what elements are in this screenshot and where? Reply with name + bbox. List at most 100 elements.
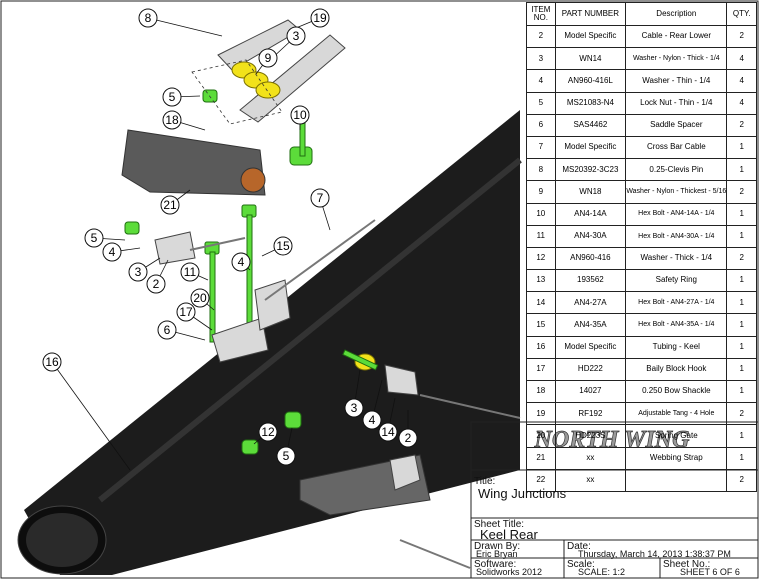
bom-cell-qty: 2 bbox=[726, 180, 757, 204]
callout-number: 16 bbox=[45, 355, 59, 369]
callout-balloon bbox=[160, 195, 180, 215]
bom-cell-desc: Hex Bolt - AN4-27A - 1/4 bbox=[625, 291, 728, 315]
software-value: Solidworks 2012 bbox=[476, 567, 543, 577]
bom-cell-qty: 4 bbox=[726, 47, 757, 71]
callout-number: 2 bbox=[153, 277, 160, 291]
callout-balloon bbox=[310, 188, 330, 208]
callout-balloon bbox=[290, 105, 310, 125]
scale-label: Scale: bbox=[567, 559, 595, 570]
callout-number: 6 bbox=[164, 323, 171, 337]
callout-balloon bbox=[273, 236, 293, 256]
bom-cell-item: 14 bbox=[526, 291, 556, 315]
bom-cell-part: MS21083-N4 bbox=[554, 91, 627, 115]
callout-number: 17 bbox=[179, 305, 193, 319]
bom-cell-part: AN4-30A bbox=[554, 224, 627, 248]
bom-cell-part: WN14 bbox=[554, 47, 627, 71]
callout-balloon bbox=[258, 422, 278, 442]
bom-cell-desc: Washer - Thick - 1/4 bbox=[625, 246, 728, 271]
bom-cell-item: 18 bbox=[526, 379, 556, 404]
callout-number: 7 bbox=[317, 191, 324, 205]
callout-balloon bbox=[162, 87, 182, 107]
adjustable-tang bbox=[217, 19, 421, 491]
saddle-spacer bbox=[154, 231, 419, 396]
callout-balloon bbox=[310, 8, 330, 28]
bom-cell-desc: 0.25-Clevis Pin bbox=[625, 158, 728, 182]
bom-cell-part: AN4-35A bbox=[554, 313, 627, 337]
sheet-no-value: SHEET 6 OF 6 bbox=[680, 567, 740, 577]
keel-tube bbox=[17, 110, 522, 575]
bom-cell-part: AN960-416L bbox=[554, 69, 627, 93]
callout-number: 2 bbox=[405, 431, 412, 445]
bom-cell-part: WN18 bbox=[554, 180, 627, 204]
bom-header-part: PART NUMBER bbox=[554, 2, 627, 26]
bom-cell-desc: 0.250 Bow Shackle bbox=[625, 379, 728, 404]
bom-cell-desc: Hex Bolt - AN4-14A - 1/4 bbox=[625, 202, 728, 226]
bom-cell-qty: 2 bbox=[726, 402, 757, 426]
bom-cell-qty: 1 bbox=[726, 158, 757, 182]
bom-cell-part: HD222 bbox=[554, 357, 627, 382]
sheet-no-label: Sheet No.: bbox=[663, 559, 711, 570]
bom-cell-qty: 2 bbox=[726, 113, 757, 137]
bom-cell-desc: Safety Ring bbox=[625, 269, 728, 293]
drawing-title: Wing Junctions bbox=[478, 486, 567, 501]
bom-cell-item: 10 bbox=[526, 202, 556, 226]
bom-cell-desc: Lock Nut - Thin - 1/4 bbox=[625, 91, 728, 115]
bom-cell-qty: 1 bbox=[726, 269, 757, 293]
bom-cell-part: AN960-416 bbox=[554, 246, 627, 271]
callout-balloon bbox=[146, 274, 166, 294]
callout-number: 10 bbox=[293, 108, 307, 122]
callout-number: 5 bbox=[91, 231, 98, 245]
date-label: Date: bbox=[567, 541, 591, 552]
assembly-guide bbox=[191, 59, 283, 125]
callout-number: 3 bbox=[293, 29, 300, 43]
bom-cell-qty: 2 bbox=[726, 246, 757, 271]
bom-cell-item: 7 bbox=[526, 135, 556, 160]
callout-balloon bbox=[84, 228, 104, 248]
bom-cell-qty: 4 bbox=[726, 91, 757, 115]
bom-cell-desc: Cable - Rear Lower bbox=[625, 24, 728, 49]
callout-balloon bbox=[176, 302, 196, 322]
callout-balloon bbox=[258, 48, 278, 68]
bom-cell-qty: 1 bbox=[726, 313, 757, 337]
callout-balloon bbox=[398, 428, 418, 448]
bom-cell-qty: 1 bbox=[726, 291, 757, 315]
callout-number: 20 bbox=[193, 291, 207, 305]
bom-cell-item: 13 bbox=[526, 269, 556, 293]
callout-number: 9 bbox=[265, 51, 272, 65]
callout-balloon bbox=[138, 8, 158, 28]
callout-number: 4 bbox=[238, 255, 245, 269]
title-label: Title: bbox=[474, 476, 496, 487]
bom-cell-desc bbox=[625, 468, 728, 492]
green-fasteners bbox=[124, 89, 379, 455]
callout-balloon bbox=[344, 398, 364, 418]
callout-number: 18 bbox=[165, 113, 179, 127]
bom-cell-desc: Webbing Strap bbox=[625, 446, 728, 470]
bom-cell-part: AN4-14A bbox=[554, 202, 627, 226]
bom-cell-qty: 1 bbox=[726, 135, 757, 160]
callout-number: 3 bbox=[135, 265, 142, 279]
bom-cell-qty: 1 bbox=[726, 335, 757, 359]
callout-balloon bbox=[180, 262, 200, 282]
callout-number: 8 bbox=[145, 11, 152, 25]
callout-number: 14 bbox=[381, 425, 395, 439]
bom-cell-part: RF192 bbox=[554, 402, 627, 426]
callout-balloon bbox=[286, 26, 306, 46]
bom-cell-item: 4 bbox=[526, 69, 556, 93]
bom-cell-part: Model Specific bbox=[554, 135, 627, 160]
callout-balloon bbox=[276, 446, 296, 466]
bom-cell-item: 6 bbox=[526, 113, 556, 137]
cables bbox=[189, 219, 521, 569]
